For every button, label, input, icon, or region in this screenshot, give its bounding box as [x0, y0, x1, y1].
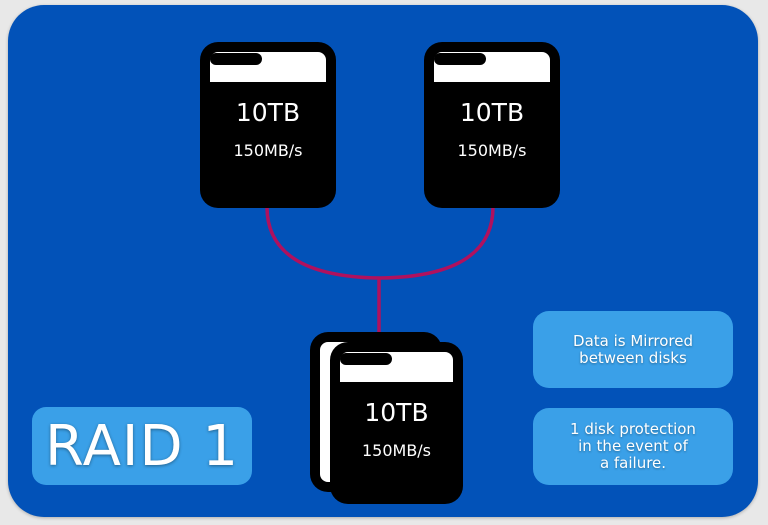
- disk-slot: [340, 353, 392, 365]
- connector-curve: [265, 206, 495, 280]
- raid-title: RAID 1: [32, 407, 252, 485]
- disk-speed: 150MB/s: [233, 141, 303, 160]
- disk-1: 10TB 150MB/s: [200, 42, 336, 208]
- disk-speed: 150MB/s: [361, 441, 432, 460]
- disk-label: 10TB 150MB/s: [434, 82, 550, 198]
- disk-capacity: 10TB: [459, 98, 525, 127]
- disk-speed: 150MB/s: [457, 141, 527, 160]
- disk-slot: [434, 53, 486, 65]
- note-line: a failure.: [599, 454, 667, 472]
- disk-capacity: 10TB: [364, 398, 429, 427]
- note-line: Data is Mirrored: [573, 331, 693, 350]
- disk-capacity: 10TB: [235, 98, 301, 127]
- note-line: 1 disk protection: [570, 420, 696, 438]
- disk-slot: [210, 53, 262, 65]
- note-mirrored: Data is Mirrored between disks: [533, 311, 733, 388]
- note-line: in the event of: [578, 437, 688, 455]
- note-protection: 1 disk protection in the event of a fail…: [533, 408, 733, 485]
- disk-2: 10TB 150MB/s: [424, 42, 560, 208]
- disk-label: 10TB 150MB/s: [210, 82, 326, 198]
- disk-label: 10TB 150MB/s: [340, 382, 453, 494]
- note-line: between disks: [579, 348, 687, 367]
- result-disk: 10TB 150MB/s: [330, 342, 463, 504]
